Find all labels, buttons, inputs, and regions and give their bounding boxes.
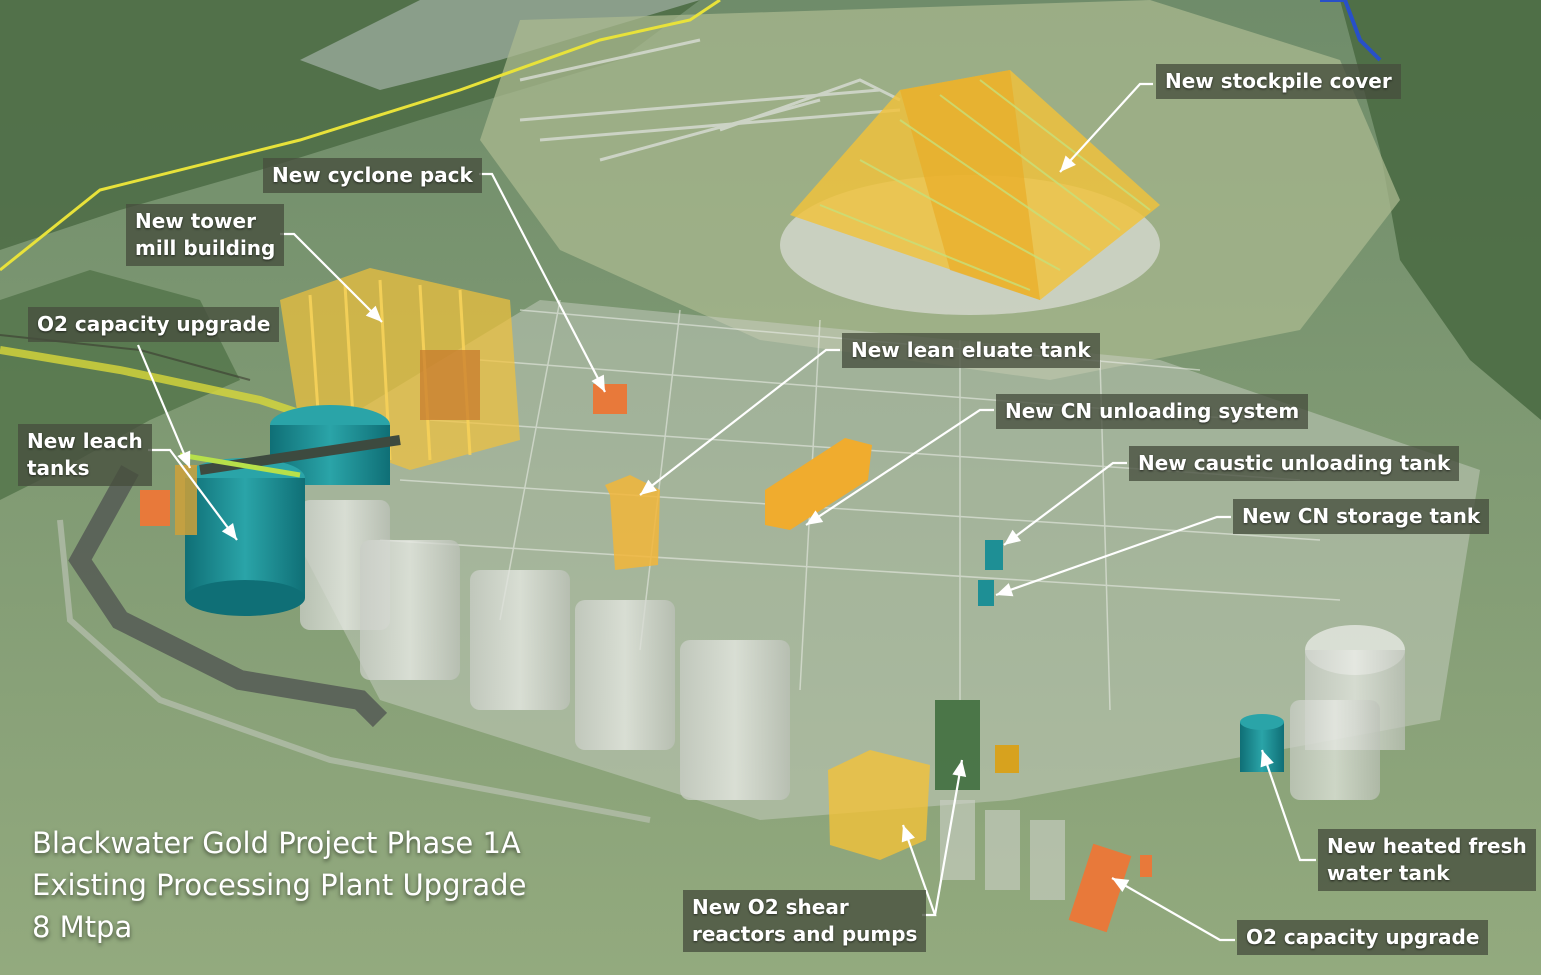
road <box>68 465 388 728</box>
lean-eluate-tank-structure <box>605 475 660 570</box>
arrowhead-o2-shear-reactor-1 <box>901 825 915 843</box>
cn-storage-tank-structure <box>978 580 994 606</box>
callout-text: New tower <box>135 209 256 233</box>
title-line-3: 8 Mtpa <box>32 910 133 944</box>
callout-o2-shear-reactors: New O2 shear reactors and pumps <box>683 890 927 952</box>
leach-tanks-structure <box>179 405 401 616</box>
leader-caustic-unloading-tank <box>1003 461 1127 546</box>
existing-tanks <box>300 500 1405 800</box>
leader-heated-fresh-water-tank <box>1260 749 1316 862</box>
callout-stockpile-cover: New stockpile cover <box>1156 64 1401 99</box>
callout-text: New CN unloading system <box>1005 399 1300 423</box>
leader-leach-tanks <box>148 448 238 541</box>
callout-o2-capacity-upgrade-right: O2 capacity upgrade <box>1237 920 1489 955</box>
callout-text: New caustic unloading tank <box>1138 451 1451 475</box>
callout-text: New stockpile cover <box>1165 69 1392 93</box>
callout-text: New cyclone pack <box>272 163 473 187</box>
title-line-2: Existing Processing Plant Upgrade <box>32 868 527 902</box>
conveyor-structures <box>519 38 901 162</box>
callout-text: reactors and pumps <box>692 922 918 946</box>
arrowhead-lean-eluate-tank <box>640 479 657 495</box>
arrowhead-o2-shear-reactor-2 <box>952 760 967 777</box>
leader-stockpile-cover <box>1059 82 1153 173</box>
callout-text: New heated fresh <box>1327 834 1527 858</box>
river-blue <box>1320 0 1382 62</box>
leader-tower-mill-building <box>280 232 383 323</box>
cn-unloading-structure <box>765 438 872 530</box>
callout-text: O2 capacity upgrade <box>37 312 271 336</box>
leader-o2-capacity-upgrade-left <box>136 344 192 469</box>
callout-o2-capacity-upgrade-left: O2 capacity upgrade <box>28 307 280 342</box>
arrowhead-cn-unloading-system <box>806 510 824 525</box>
arrowhead-cyclone-pack <box>591 374 605 392</box>
callout-cyclone-pack: New cyclone pack <box>263 158 482 193</box>
project-title: Blackwater Gold Project Phase 1A Existin… <box>32 822 526 948</box>
cyclone-pack-structure <box>593 384 627 414</box>
arrowhead-heated-fresh-water-tank <box>1260 750 1274 768</box>
callout-tower-mill-building: New tower mill building <box>126 204 285 266</box>
callout-text: New CN storage tank <box>1242 504 1481 528</box>
arrowhead-o2-capacity-upgrade-left <box>177 450 191 468</box>
title-line-1: Blackwater Gold Project Phase 1A <box>32 826 521 860</box>
callout-heated-fresh-water-tank: New heated fresh water tank <box>1318 829 1536 891</box>
leader-lean-eluate-tank <box>639 348 840 496</box>
boundary-line <box>0 0 721 272</box>
stockpile-cover-structure <box>790 70 1160 300</box>
caustic-tank-structure <box>985 540 1003 570</box>
callout-caustic-unloading-tank: New caustic unloading tank <box>1129 446 1460 481</box>
arrowhead-cn-storage-tank <box>996 583 1014 597</box>
o2-equipment-left <box>140 465 197 535</box>
callout-text: mill building <box>135 236 276 260</box>
leader-cyclone-pack <box>479 172 606 393</box>
leader-cn-unloading-system <box>805 408 994 526</box>
callout-text: New lean eluate tank <box>851 338 1091 362</box>
arrowhead-leach-tanks <box>221 522 237 540</box>
leader-o2-capacity-upgrade-right <box>1111 877 1235 942</box>
arrowhead-caustic-unloading-tank <box>1004 529 1021 545</box>
forest-right <box>1340 0 1541 420</box>
callout-text: O2 capacity upgrade <box>1246 925 1480 949</box>
callout-cn-unloading-system: New CN unloading system <box>996 394 1309 429</box>
arrowhead-stockpile-cover <box>1060 155 1076 172</box>
callout-leader-lines <box>136 82 1316 942</box>
callout-text: water tank <box>1327 861 1450 885</box>
callout-cn-storage-tank: New CN storage tank <box>1233 499 1490 534</box>
callout-text: New leach <box>27 429 143 453</box>
callout-lean-eluate-tank: New lean eluate tank <box>842 333 1100 368</box>
arrowhead-o2-capacity-upgrade-right <box>1112 878 1130 893</box>
o2-equipment-right <box>1068 843 1132 933</box>
callout-leach-tanks: New leach tanks <box>18 424 152 486</box>
leader-o2-shear-reactor-2 <box>933 759 964 916</box>
boundary-line-lower <box>0 346 322 424</box>
parking-bays <box>940 800 1065 900</box>
callout-text: New O2 shear <box>692 895 849 919</box>
arrowhead-tower-mill-building <box>365 305 382 322</box>
leader-cn-storage-tank <box>995 515 1231 597</box>
callout-text: tanks <box>27 456 90 480</box>
